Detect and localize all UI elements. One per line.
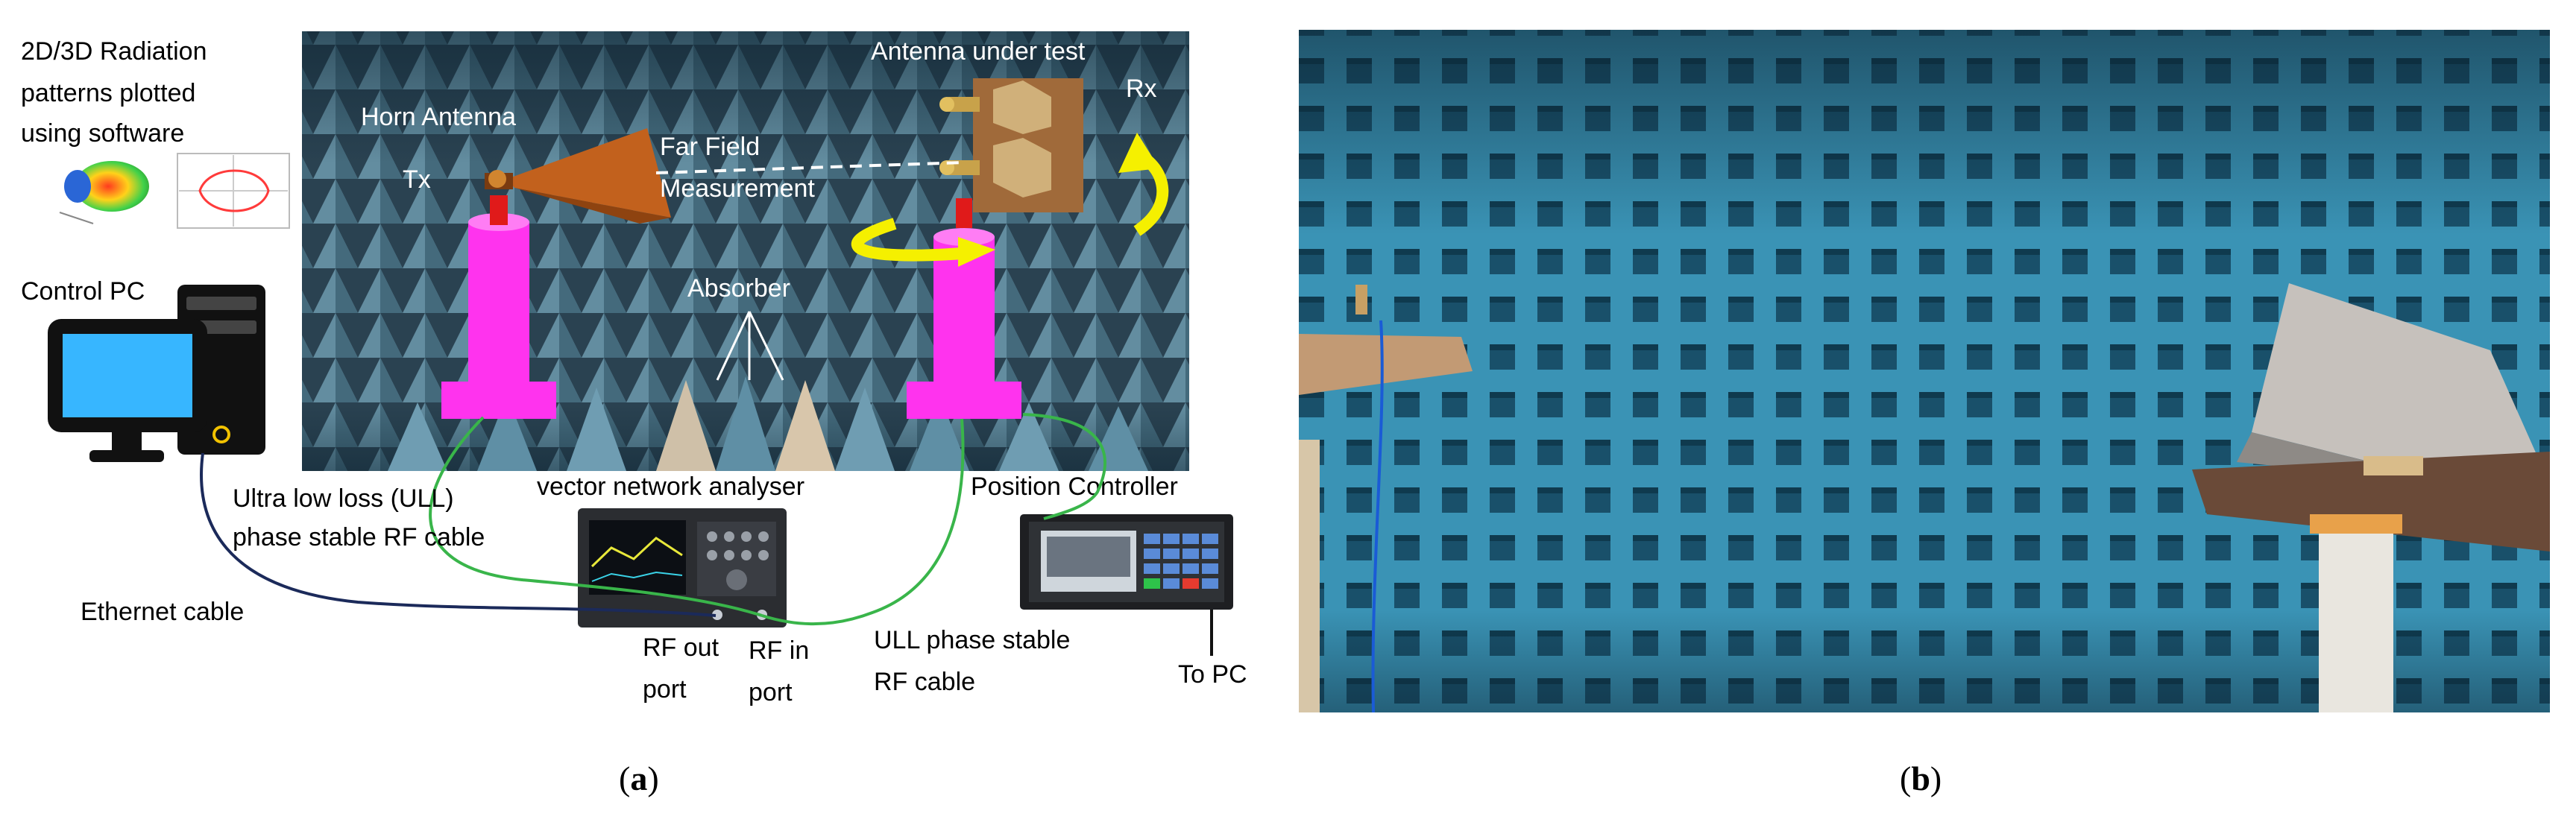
rf-in-label-1: RF in — [749, 636, 809, 665]
control-pc: Control PC — [21, 277, 265, 462]
3d-pattern-plot — [59, 161, 149, 224]
caption-b-letter: b — [1911, 759, 1930, 797]
vna-label: vector network analyser — [537, 472, 804, 501]
caption-a-letter: a — [630, 759, 647, 797]
blue-cable — [1371, 320, 1384, 713]
absorber-floor — [388, 376, 1148, 471]
ethernet-cable-label: Ethernet cable — [81, 598, 244, 626]
far-field-line — [655, 161, 964, 174]
2d-polar-plot — [177, 153, 290, 229]
rotation-arrows — [851, 133, 1169, 267]
ull-cable-right — [761, 418, 965, 626]
cables — [200, 413, 1213, 656]
absorber-label: Absorber — [687, 274, 790, 303]
left-board — [1299, 334, 1473, 395]
rf-in-label-2: port — [749, 678, 793, 707]
ull-cable-left — [429, 416, 763, 617]
control-pc-label: Control PC — [21, 277, 145, 306]
tx-tower — [441, 195, 556, 419]
panel-b-photo — [1299, 30, 2550, 713]
antenna-under-test-label: Antenna under test — [871, 37, 1086, 66]
horn-antenna — [485, 128, 671, 224]
svg-text:(b): (b) — [1900, 759, 1942, 797]
controller-cable — [1022, 413, 1106, 520]
ull-cable-right-label-2: RF cable — [874, 668, 975, 696]
far-field-label: Far Field — [660, 133, 760, 161]
ethernet-cable — [200, 452, 717, 617]
photo-horn-antenna — [2252, 283, 2550, 484]
rf-out-label-2: port — [643, 675, 687, 704]
caption-b: (b) — [1900, 759, 1942, 797]
rf-out-label-1: RF out — [643, 633, 719, 662]
white-pillar — [2319, 522, 2393, 712]
software-label-line-3: using software — [21, 119, 184, 148]
ull-cable-label-1: Ultra low loss (ULL) — [233, 484, 454, 513]
ull-cable-label-2: phase stable RF cable — [233, 523, 485, 551]
position-controller-label: Position Controller — [971, 472, 1178, 501]
to-pc-label: To PC — [1178, 660, 1247, 689]
absorber-pointer — [716, 311, 784, 381]
position-controller — [1020, 514, 1233, 610]
measurement-label: Measurement — [660, 174, 815, 203]
software-label: 2D/3D Radiation patterns plotted using s… — [21, 37, 207, 148]
small-antenna — [1355, 285, 1367, 314]
panel-a: Absorber — [21, 31, 1247, 707]
rx-label: Rx — [1126, 75, 1157, 103]
svg-text:(a): (a) — [619, 759, 659, 797]
software-label-line-2: patterns plotted — [21, 79, 195, 107]
right-board — [2192, 452, 2550, 551]
horn-antenna-label: Horn Antenna — [361, 103, 516, 131]
tx-label: Tx — [403, 165, 431, 194]
software-label-line-1: 2D/3D Radiation — [21, 37, 207, 66]
ull-cable-right-label-1: ULL phase stable — [874, 626, 1070, 654]
vector-network-analyser — [578, 508, 787, 628]
caption-a: (a) — [619, 759, 659, 797]
antenna-under-test — [939, 78, 1083, 212]
left-support — [1299, 440, 1320, 712]
